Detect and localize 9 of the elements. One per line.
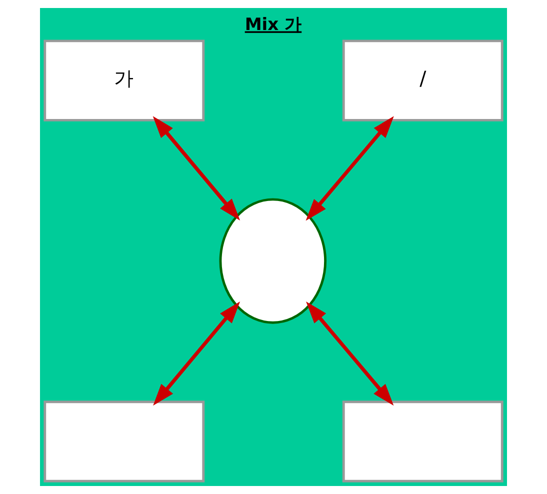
node-box (44, 400, 205, 482)
node-box (342, 400, 504, 482)
arrow (306, 116, 394, 221)
arrow (153, 302, 240, 406)
arrow (306, 302, 394, 406)
node-box: 가 (44, 40, 205, 122)
arrow (152, 116, 240, 220)
node-box: / (342, 40, 504, 122)
diagram-title: Mix 가 (244, 15, 302, 36)
